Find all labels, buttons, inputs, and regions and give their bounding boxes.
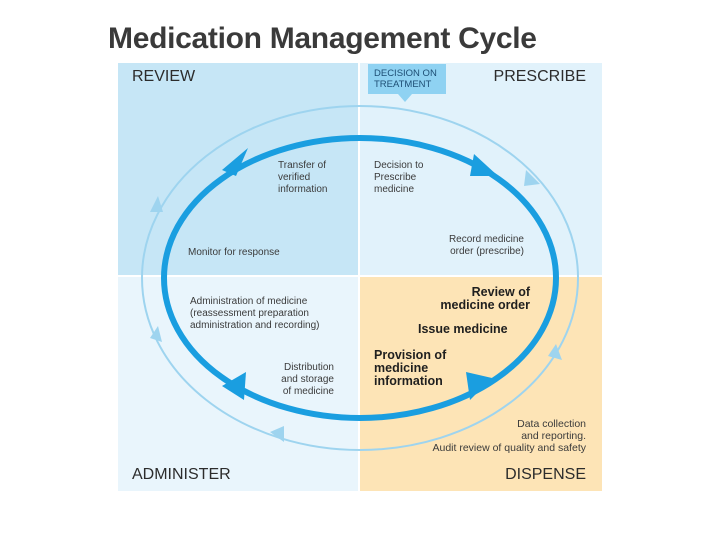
step-issue: Issue medicine xyxy=(418,322,508,336)
outer-arrow-1 xyxy=(150,196,163,212)
step-decision: Decision to Prescribe medicine xyxy=(374,160,424,195)
inner-arrow-bottom-left xyxy=(222,372,246,400)
inner-arrow-top-left xyxy=(222,148,248,176)
step-monitor: Monitor for response xyxy=(188,247,280,258)
decision-badge: DECISION ON TREATMENT xyxy=(368,64,446,102)
inner-arrow-bottom-right xyxy=(466,372,492,400)
outer-arrow-4 xyxy=(270,426,284,442)
step-review-order: Review of medicine order xyxy=(440,285,530,312)
outer-cycle xyxy=(141,105,579,451)
step-record: Record medicine order (prescribe) xyxy=(448,234,524,257)
outer-arrow-5 xyxy=(150,326,162,342)
step-administration: Administration of medicine (reassessment… xyxy=(190,296,320,331)
outer-arrow-3 xyxy=(548,344,562,360)
outer-arrow-2 xyxy=(524,170,540,186)
quadrant-label-review: REVIEW xyxy=(132,68,196,85)
quadrant-label-prescribe: PRESCRIBE xyxy=(493,68,586,85)
step-provision: Provision of medicine information xyxy=(374,348,447,388)
step-transfer: Transfer of verified information xyxy=(278,160,328,195)
quadrant-label-dispense: DISPENSE xyxy=(505,466,586,483)
decision-badge-text: DECISION ON TREATMENT xyxy=(374,68,437,90)
page-title: Medication Management Cycle xyxy=(108,22,537,55)
inner-cycle xyxy=(161,135,559,421)
step-data-collection: Data collection and reporting. Audit rev… xyxy=(432,418,586,454)
inner-arrow-top-right xyxy=(470,154,498,176)
step-distribution: Distribution and storage of medicine xyxy=(281,362,334,397)
quadrant-label-administer: ADMINISTER xyxy=(132,466,231,483)
